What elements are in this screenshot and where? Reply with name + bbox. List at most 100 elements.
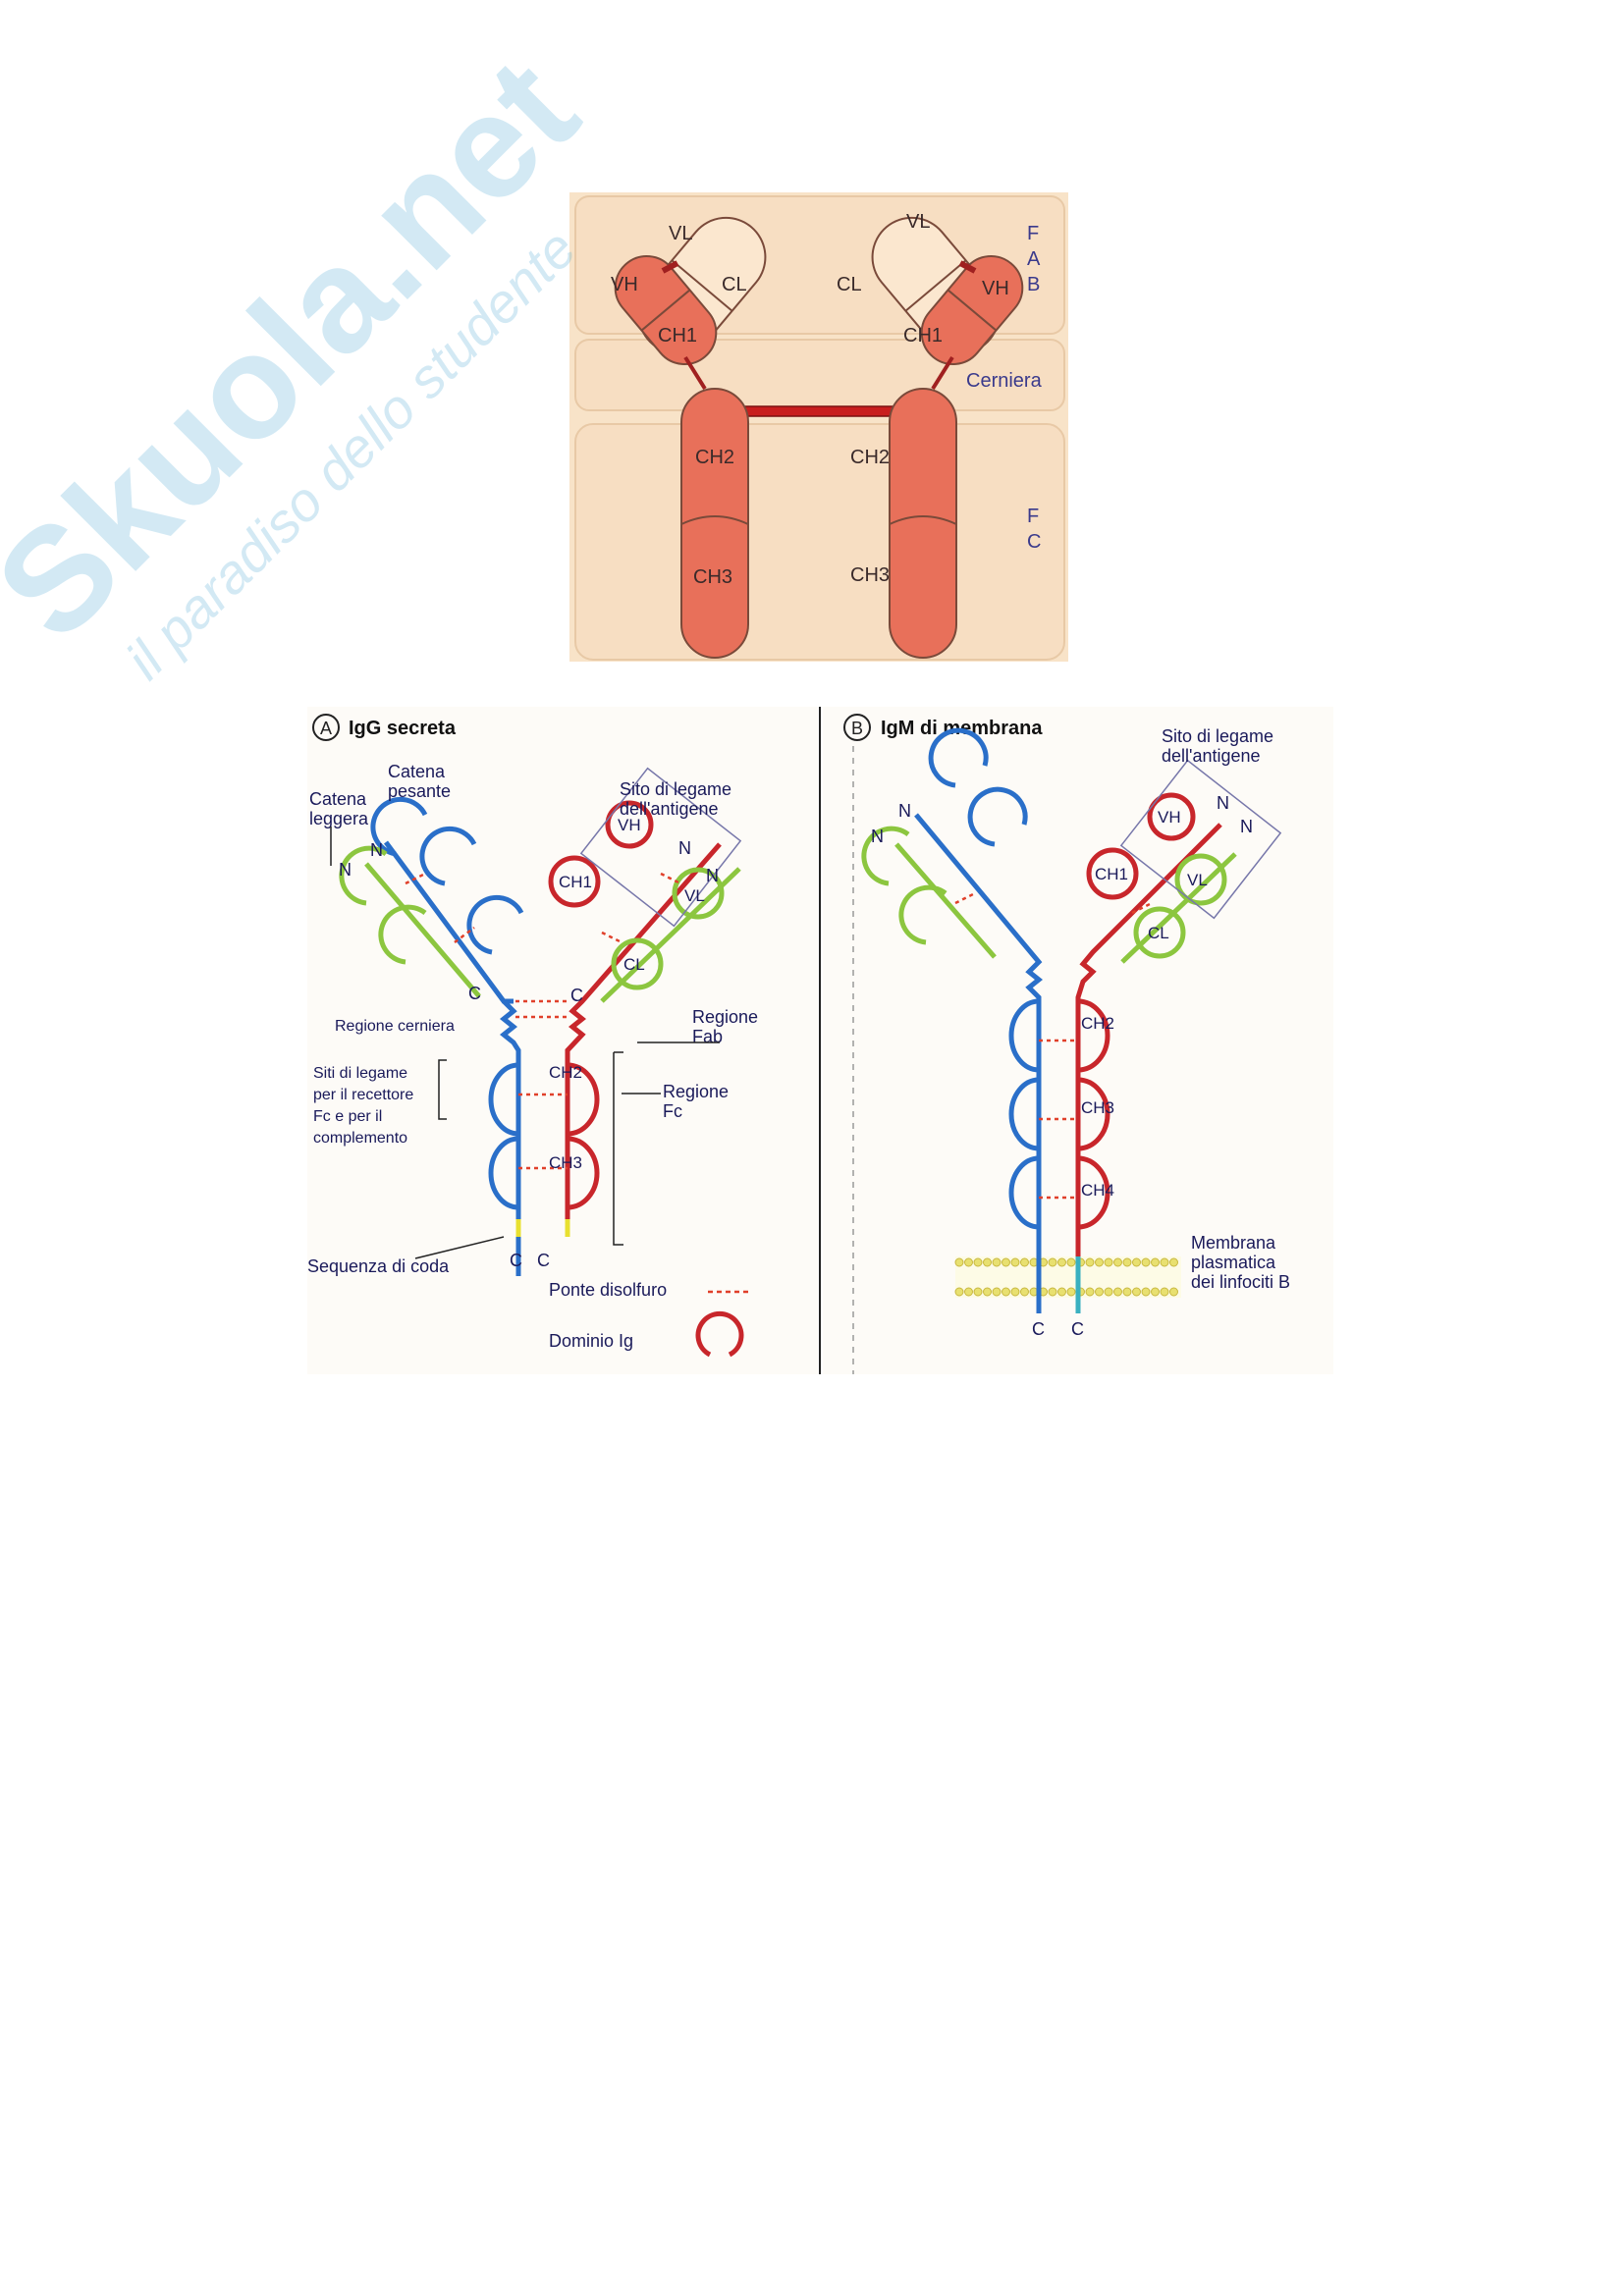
lipid-head <box>965 1258 973 1266</box>
vl-label-a: VL <box>684 886 705 905</box>
fab-label-b: B <box>1027 274 1040 295</box>
lipid-head <box>1002 1258 1010 1266</box>
lipid-head <box>1086 1258 1094 1266</box>
vh-label-a: VH <box>618 816 641 834</box>
lipid-head <box>1133 1288 1141 1296</box>
c-terminus-right-b: C <box>1071 1319 1084 1339</box>
catena-pesante-line1: Catena <box>388 762 446 781</box>
regione-fc-line2: Fc <box>663 1101 682 1121</box>
cl-right-label: CL <box>837 274 862 295</box>
ch2-label-b: CH2 <box>1081 1014 1114 1033</box>
lipid-head <box>1049 1288 1056 1296</box>
lipid-head <box>1058 1288 1066 1296</box>
lipid-head <box>1067 1288 1075 1296</box>
lipid-head <box>1142 1258 1150 1266</box>
ch3-label-a: CH3 <box>549 1153 582 1172</box>
lipid-head <box>1058 1258 1066 1266</box>
catena-leggera-line1: Catena <box>309 789 367 809</box>
n-terminus-heavy-a: N <box>370 840 383 860</box>
lipid-head <box>1152 1288 1160 1296</box>
panel-a-title: IgG secreta <box>349 718 457 739</box>
ch1-label-a: CH1 <box>559 873 592 891</box>
watermark-brand: Skuola.net <box>0 27 608 669</box>
vl-left-label: VL <box>669 223 692 244</box>
lipid-head <box>1161 1258 1168 1266</box>
hinge-disulfide-bond <box>741 406 896 416</box>
ch2-label-a: CH2 <box>549 1063 582 1082</box>
ch1-left-label: CH1 <box>658 325 697 347</box>
c-terminus-right-a: C <box>537 1251 550 1270</box>
lipid-head <box>1114 1258 1122 1266</box>
fab-label-a: A <box>1027 248 1041 270</box>
sito-line1-b: Sito di legame <box>1162 726 1273 746</box>
sito-line2-b: dell'antigene <box>1162 746 1261 766</box>
lipid-head <box>1021 1288 1029 1296</box>
lipid-head <box>1011 1258 1019 1266</box>
c-terminus-light-right-a: C <box>570 986 583 1005</box>
lipid-head <box>965 1288 973 1296</box>
antibody-schematic-figure: VL VH CL CH1 VL VH CL CH1 CH2 CH3 CH2 CH… <box>569 192 1068 662</box>
vl-label-b: VL <box>1187 871 1208 889</box>
sito-line1-a: Sito di legame <box>620 779 731 799</box>
lipid-head <box>1152 1258 1160 1266</box>
siti-line1: Siti di legame <box>313 1065 407 1082</box>
ch2-right-label: CH2 <box>850 447 890 468</box>
n-terminus-3-b: N <box>1217 793 1229 813</box>
siti-line2: per il recettore <box>313 1087 413 1103</box>
regione-fab-line1: Regione <box>692 1007 758 1027</box>
lipid-head <box>993 1288 1001 1296</box>
lipid-head <box>1170 1288 1178 1296</box>
lipid-head <box>1114 1288 1122 1296</box>
lipid-head <box>955 1288 963 1296</box>
membrana-line2: plasmatica <box>1191 1253 1276 1272</box>
lipid-head <box>974 1288 982 1296</box>
panel-b-badge: B <box>851 719 863 738</box>
siti-line3: Fc e per il <box>313 1108 382 1125</box>
fc-label-f: F <box>1027 506 1039 527</box>
lipid-head <box>1161 1288 1168 1296</box>
n-terminus-vl-a: N <box>706 866 719 885</box>
n-terminus-1-b: N <box>898 801 911 821</box>
lipid-head <box>1021 1258 1029 1266</box>
ch2-left-label: CH2 <box>695 447 734 468</box>
regione-cerniera-label: Regione cerniera <box>335 1018 455 1035</box>
lipid-head <box>1096 1258 1104 1266</box>
lipid-head <box>1142 1288 1150 1296</box>
lipid-head <box>1049 1258 1056 1266</box>
c-terminus-left-b: C <box>1032 1319 1045 1339</box>
lipid-head <box>1133 1258 1141 1266</box>
lipid-head <box>1123 1288 1131 1296</box>
cl-label-a: CL <box>623 955 645 974</box>
lipid-head <box>984 1288 992 1296</box>
n-terminus-4-b: N <box>1240 817 1253 836</box>
watermark-tagline: il paradiso dello studente <box>114 217 588 691</box>
lipid-head <box>1067 1258 1075 1266</box>
vh-left-label: VH <box>611 274 638 295</box>
hinge-label: Cerniera <box>966 370 1043 392</box>
c-terminus-light-left-a: C <box>468 984 481 1003</box>
siti-line4: complemento <box>313 1130 407 1147</box>
lipid-head <box>993 1258 1001 1266</box>
regione-fab-line2: Fab <box>692 1027 723 1046</box>
catena-leggera-line2: leggera <box>309 809 369 828</box>
n-terminus-2-b: N <box>871 827 884 846</box>
lipid-head <box>1105 1258 1112 1266</box>
igg-igm-figure: A IgG secreta <box>307 707 1333 1374</box>
lipid-head <box>1096 1288 1104 1296</box>
fc-label-c: C <box>1027 531 1041 553</box>
regione-fc-line1: Regione <box>663 1082 729 1101</box>
n-terminus-vh-a: N <box>678 838 691 858</box>
fab-label-f: F <box>1027 223 1039 244</box>
ponte-disolfuro-label: Ponte disolfuro <box>549 1280 667 1300</box>
panel-a-badge: A <box>320 719 332 738</box>
dominio-ig-label: Dominio Ig <box>549 1331 633 1351</box>
membrana-line1: Membrana <box>1191 1233 1276 1253</box>
cl-left-label: CL <box>722 274 747 295</box>
vh-label-b: VH <box>1158 808 1181 827</box>
lipid-head <box>955 1258 963 1266</box>
lipid-head <box>1011 1288 1019 1296</box>
ch3-label-b: CH3 <box>1081 1098 1114 1117</box>
lipid-head <box>974 1258 982 1266</box>
membrana-line3: dei linfociti B <box>1191 1272 1290 1292</box>
fc-band <box>575 424 1064 660</box>
